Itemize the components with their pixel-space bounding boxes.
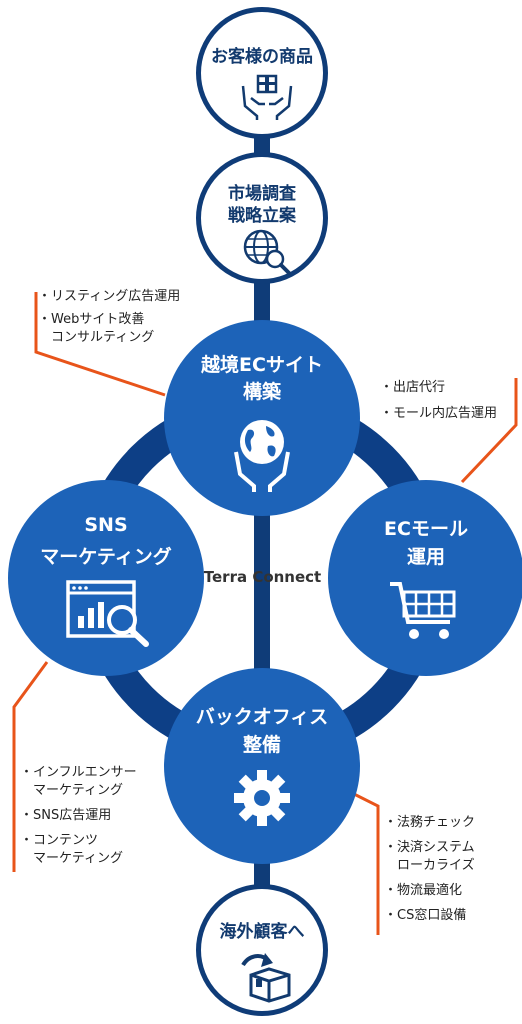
mall-title-line1: ECモール [384, 518, 468, 540]
sns-title-line2: マーケティング [40, 546, 172, 568]
research-title-line2: 戦略立案 [228, 206, 296, 226]
mall-notes: ・出店代行 ・モール内広告運用 [380, 379, 497, 423]
callout-line-mall [460, 378, 518, 484]
note-item: ・CS窓口設備 [384, 908, 467, 923]
note-item: ・リスティング広告運用 [38, 289, 181, 304]
note-item: ・法務チェック [384, 815, 476, 830]
callout-line-backoffice [345, 788, 380, 935]
note-item: ・インフルエンサー [20, 765, 137, 780]
analytics-window-icon [66, 580, 149, 647]
site-title-line1: 越境ECサイト [201, 354, 323, 376]
backoffice-notes: ・法務チェック ・決済システム ローカライズ ・物流最適化 ・CS窓口設備 [384, 814, 475, 925]
note-item: ・出店代行 [380, 380, 446, 395]
sns-node: SNS マーケティング [8, 480, 204, 676]
note-item-continued: マーケティング [33, 851, 123, 866]
mall-title-line2: 運用 [406, 546, 445, 568]
callout-line-site [34, 292, 166, 397]
products-title: お客様の商品 [211, 47, 313, 67]
note-item: ・コンテンツ [20, 833, 99, 848]
overseas-customers-node: 海外顧客へ [196, 884, 328, 1016]
callout-line-sns [12, 661, 49, 872]
gear-icon [234, 770, 290, 826]
cart-icon [390, 582, 456, 639]
sns-notes: ・インフルエンサー マーケティング ・SNS広告運用 ・コンテンツ マーケティン… [20, 764, 137, 868]
center-label: Terra Connect [203, 568, 322, 586]
hands-box-icon [241, 74, 293, 120]
note-item: ・モール内広告運用 [380, 406, 498, 421]
note-item: ・SNS広告運用 [20, 808, 112, 823]
note-item-continued: ローカライズ [397, 858, 475, 873]
mall-node: ECモール 運用 [328, 480, 522, 676]
backoffice-title-line1: バックオフィス [195, 706, 329, 728]
products-node: お客様の商品 [196, 7, 328, 139]
note-item: ・決済システム [384, 840, 475, 855]
globe-hands-icon [234, 420, 290, 492]
sns-title-line1: SNS [84, 514, 128, 536]
research-node: 市場調査 戦略立案 [196, 152, 328, 284]
site-title-line2: 構築 [242, 381, 281, 403]
site-notes: ・リスティング広告運用 ・Webサイト改善 コンサルティング [38, 288, 180, 347]
backoffice-title-line2: 整備 [242, 734, 281, 756]
backoffice-node: バックオフィス 整備 [164, 668, 360, 864]
globe-search-icon [243, 229, 291, 275]
note-item: ・Webサイト改善 [38, 312, 145, 327]
overseas-customers-title: 海外顧客へ [219, 922, 305, 942]
note-item-continued: マーケティング [33, 783, 123, 798]
note-item: ・物流最適化 [384, 883, 463, 898]
site-node: 越境ECサイト 構築 [164, 320, 360, 516]
research-title-line1: 市場調査 [228, 184, 296, 204]
note-item-continued: コンサルティング [51, 330, 155, 345]
box-arrow-icon [241, 953, 291, 1003]
